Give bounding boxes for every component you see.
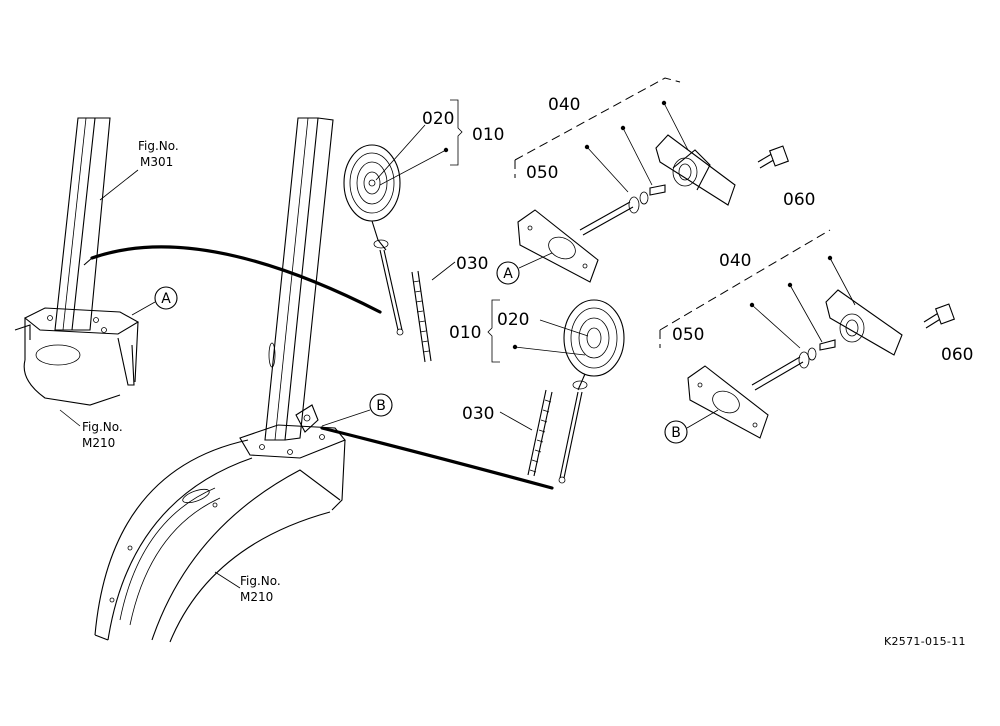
- part-label-060: 060: [941, 345, 973, 365]
- callout-label: A: [503, 266, 513, 282]
- fig-ref-label: Fig.No.: [138, 139, 179, 153]
- fig-ref-label: Fig.No.: [82, 420, 123, 434]
- part-label-030: 030: [462, 404, 494, 424]
- part-label-050: 050: [526, 163, 558, 183]
- part-label-010: 010: [472, 125, 504, 145]
- fig-ref-label: Fig.No.: [240, 574, 281, 588]
- part-label-030: 030: [456, 254, 488, 274]
- rear-frame-assembly: [14, 117, 346, 643]
- callout-a-frame: A: [131, 286, 178, 316]
- part-label-040: 040: [719, 251, 751, 271]
- part-label-020: 020: [422, 109, 454, 129]
- part-label-020: 020: [497, 310, 529, 330]
- work-light-lower: [558, 299, 625, 484]
- part-label-010: 010: [449, 323, 481, 343]
- callout-label: B: [376, 398, 386, 414]
- callout-a-plate: A: [496, 252, 553, 285]
- harness-wire-b: [320, 426, 554, 490]
- part-label-050: 050: [672, 325, 704, 345]
- fig-ref-m301: M301: [140, 155, 173, 169]
- callout-label: A: [161, 291, 171, 307]
- work-light-upper: [343, 144, 404, 336]
- callout-b-frame: B: [321, 393, 393, 427]
- drawing-code: K2571-015-11: [884, 635, 966, 648]
- conduit-upper: [411, 270, 432, 363]
- callout-b-plate: B: [664, 409, 719, 444]
- wiring-harness: [83, 245, 554, 490]
- part-label-040: 040: [548, 95, 580, 115]
- bracket-kit-upper: [514, 77, 790, 283]
- bracket-kit-lower: [659, 229, 956, 439]
- part-label-060: 060: [783, 190, 815, 210]
- fig-ref-m210-lower: M210: [240, 590, 273, 604]
- conduit-lower: [527, 389, 553, 477]
- harness-wire-a: [90, 245, 382, 314]
- callout-label: B: [671, 425, 681, 441]
- fig-ref-m210-upper: M210: [82, 436, 115, 450]
